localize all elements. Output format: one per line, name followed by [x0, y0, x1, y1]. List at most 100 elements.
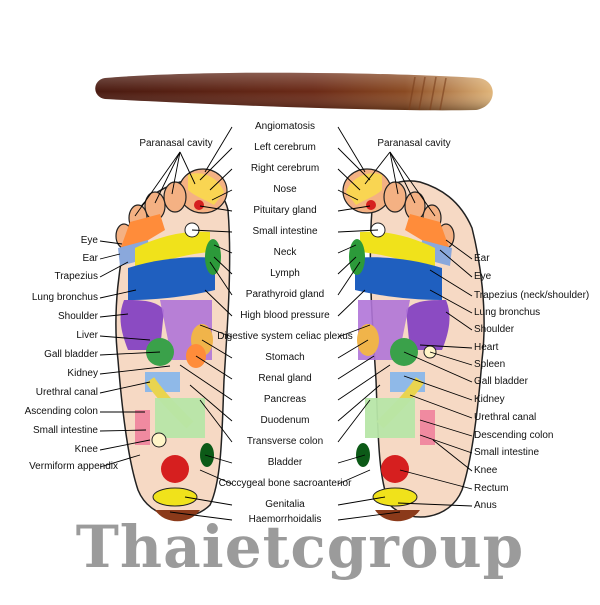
leader-line [403, 351, 473, 383]
leader-line [99, 261, 129, 278]
center-label: Angiomatosis [254, 121, 316, 132]
left-label: Eye [80, 235, 98, 246]
center-label: Left cerebrum [254, 142, 316, 153]
leader-line [199, 147, 233, 181]
right-label: Heart [474, 342, 499, 353]
right-label: Eye [474, 271, 492, 282]
massage-stick-icon [95, 72, 493, 111]
leader-line [419, 434, 473, 454]
leader-line [409, 394, 473, 419]
leader-line [397, 502, 473, 507]
leader-line [213, 244, 233, 254]
leader-line [337, 244, 357, 254]
leader-line [337, 256, 357, 275]
right-label: Knee [474, 465, 498, 476]
left-label: Vermiform appendix [29, 461, 118, 472]
leader-line [337, 364, 391, 401]
leader-line [204, 126, 233, 173]
left-label: Ear [82, 253, 98, 264]
left-label: Kidney [67, 368, 98, 379]
right-label: Spleen [474, 359, 506, 370]
leader-line [337, 189, 359, 201]
leader-line [337, 469, 371, 485]
leader-line [337, 339, 369, 359]
leader-line [199, 469, 233, 485]
leader-line [213, 256, 233, 275]
leader-line [99, 439, 151, 451]
leader-line [429, 289, 473, 314]
center-label: Nose [273, 184, 297, 195]
center-label: Pancreas [263, 394, 307, 405]
left-label: Lung bronchus [31, 292, 98, 303]
center-label: Neck [273, 247, 297, 258]
center-label: Transverse colon [246, 436, 324, 447]
leader-line [429, 351, 473, 366]
right-label: Ear [474, 253, 490, 264]
leader-line [99, 289, 137, 299]
center-label: Small intestine [252, 226, 318, 237]
leader-line [184, 496, 233, 506]
left-foot [115, 168, 231, 522]
leader-line [99, 253, 121, 260]
leader-line [99, 351, 161, 356]
leader-line [99, 429, 147, 432]
leader-line [209, 261, 233, 296]
leader-line [204, 289, 233, 317]
leader-line [429, 269, 473, 297]
left-label: Small intestine [32, 425, 98, 436]
leader-line [201, 339, 233, 359]
left-label: Shoulder [57, 311, 98, 322]
center-label: Right cerebrum [250, 163, 320, 174]
leader-line [399, 469, 473, 490]
left-label: Trapezius [54, 271, 98, 282]
leader-line [337, 384, 381, 422]
center-label: Coccygeal bone sacroanterior [218, 478, 352, 489]
leader-line [337, 454, 366, 464]
right-paranasal-label: Paranasal cavity [377, 138, 451, 149]
center-label: Genitalia [265, 499, 305, 510]
leader-line [337, 355, 375, 380]
right-label: Urethral canal [474, 412, 537, 423]
center-label: Stomach [265, 352, 305, 363]
right-label: Rectum [474, 483, 509, 494]
left-label: Urethral canal [35, 387, 98, 398]
leader-line [337, 168, 361, 191]
center-label: Duodenum [260, 415, 310, 426]
leader-line [337, 289, 366, 317]
center-label: Haemorrhoidalis [248, 514, 322, 525]
left-label: Knee [74, 444, 98, 455]
leader-line [99, 454, 141, 468]
leader-lines [99, 126, 473, 521]
leader-line [337, 261, 361, 296]
center-label: Bladder [267, 457, 303, 468]
left-paranasal-label: Paranasal cavity [139, 138, 213, 149]
leader-line [337, 205, 371, 212]
leader-line [191, 229, 233, 233]
right-label: Descending colon [474, 430, 554, 441]
leader-line [99, 381, 151, 394]
right-label: Gall bladder [474, 376, 528, 387]
left-label: Liver [76, 330, 98, 341]
right-label: Small intestine [474, 447, 540, 458]
right-label: Lung bronchus [474, 307, 541, 318]
leader-line [195, 355, 233, 380]
leader-line [432, 439, 473, 472]
leader-line [99, 313, 129, 318]
center-label: Lymph [270, 268, 300, 279]
right-label: Anus [474, 500, 497, 511]
left-label: Gall bladder [44, 349, 98, 360]
leader-line [445, 239, 473, 260]
center-label: High blood pressure [240, 310, 330, 321]
leader-line [199, 324, 233, 338]
leader-line [337, 229, 379, 233]
leader-line [337, 324, 371, 338]
leader-line [419, 344, 473, 349]
leader-line [199, 399, 233, 443]
leader-line [211, 189, 233, 201]
leader-line [99, 335, 151, 341]
leader-line [337, 147, 371, 181]
leader-line [337, 126, 366, 173]
leader-line [209, 168, 233, 191]
